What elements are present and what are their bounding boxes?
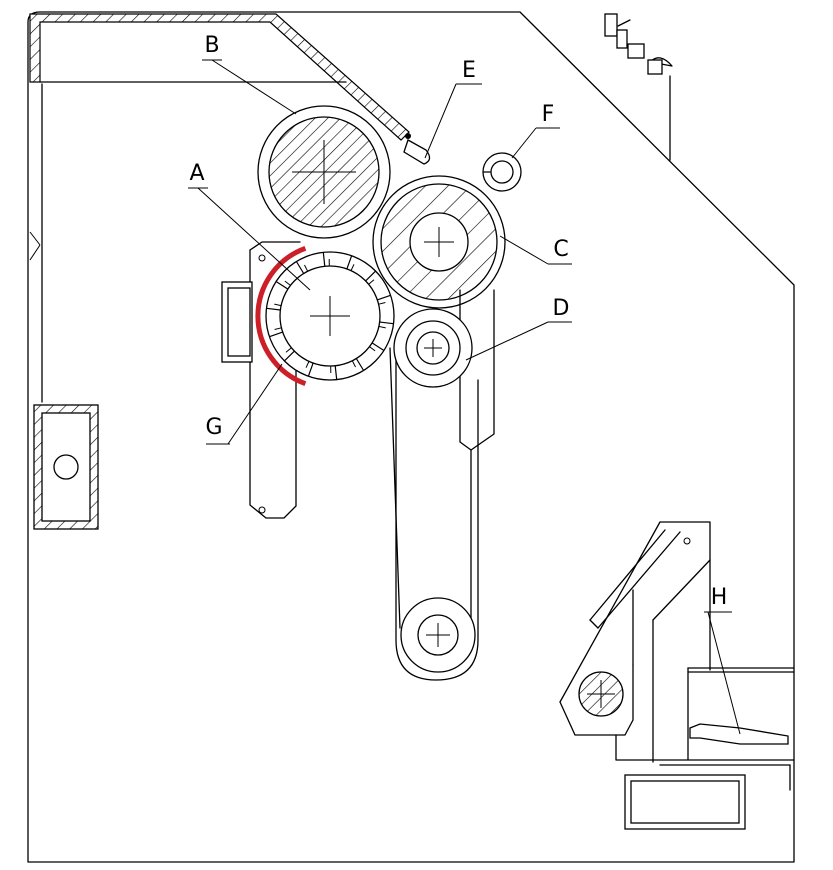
drum-tooth-notch — [284, 280, 291, 286]
drum-tooth — [377, 294, 391, 301]
drum-tooth-notch — [368, 279, 375, 285]
drum-tooth-notch — [350, 264, 355, 271]
drum-tooth — [346, 255, 353, 270]
label-d: D — [553, 296, 570, 321]
top-right-fittings — [604, 13, 673, 161]
drum-tooth — [371, 342, 385, 352]
drum-tooth — [307, 362, 314, 377]
label-c: C — [553, 237, 568, 262]
drum-tooth — [283, 350, 295, 362]
drum-tooth — [355, 358, 365, 371]
support-arm — [221, 241, 301, 519]
roller-b — [257, 105, 391, 239]
red-guard-arc — [255, 245, 307, 387]
drum-tooth-notch — [369, 346, 376, 352]
drum-tooth — [295, 261, 305, 274]
drum-tooth-notch — [304, 264, 309, 272]
lower-pulley — [400, 597, 476, 673]
drum-tooth — [379, 321, 394, 325]
drum-tooth — [275, 280, 289, 290]
drum-tooth — [269, 331, 283, 338]
drum-tooth-notch — [274, 303, 282, 307]
label-e: E — [462, 58, 476, 83]
drum-tooth-notch — [274, 327, 282, 330]
bottom-right-assembly — [559, 521, 795, 830]
label-h: H — [711, 585, 728, 610]
drum-tooth-notch — [378, 325, 386, 329]
drum-tooth — [322, 252, 326, 267]
drum-tooth-notch — [285, 347, 292, 353]
belt-arm — [389, 289, 495, 681]
toothed-drum-a — [265, 251, 395, 381]
roller-d — [393, 308, 473, 388]
label-b: B — [204, 33, 219, 58]
drum-tooth-notch — [305, 361, 310, 368]
drum-tooth — [365, 270, 377, 282]
label-f: F — [542, 102, 555, 127]
label-g: G — [205, 415, 222, 440]
roller-c — [372, 175, 506, 309]
drum-tooth — [334, 365, 338, 380]
drum-tooth-notch — [351, 360, 356, 368]
leader-lines — [188, 59, 741, 735]
drum-tooth-notch — [378, 302, 386, 305]
left-side-box — [33, 404, 99, 530]
label-a: A — [189, 161, 204, 186]
ring-f — [482, 152, 522, 192]
drum-tooth — [266, 307, 281, 311]
drum-teeth — [266, 252, 394, 380]
machine-frame — [27, 11, 795, 863]
blade-e — [403, 139, 431, 165]
